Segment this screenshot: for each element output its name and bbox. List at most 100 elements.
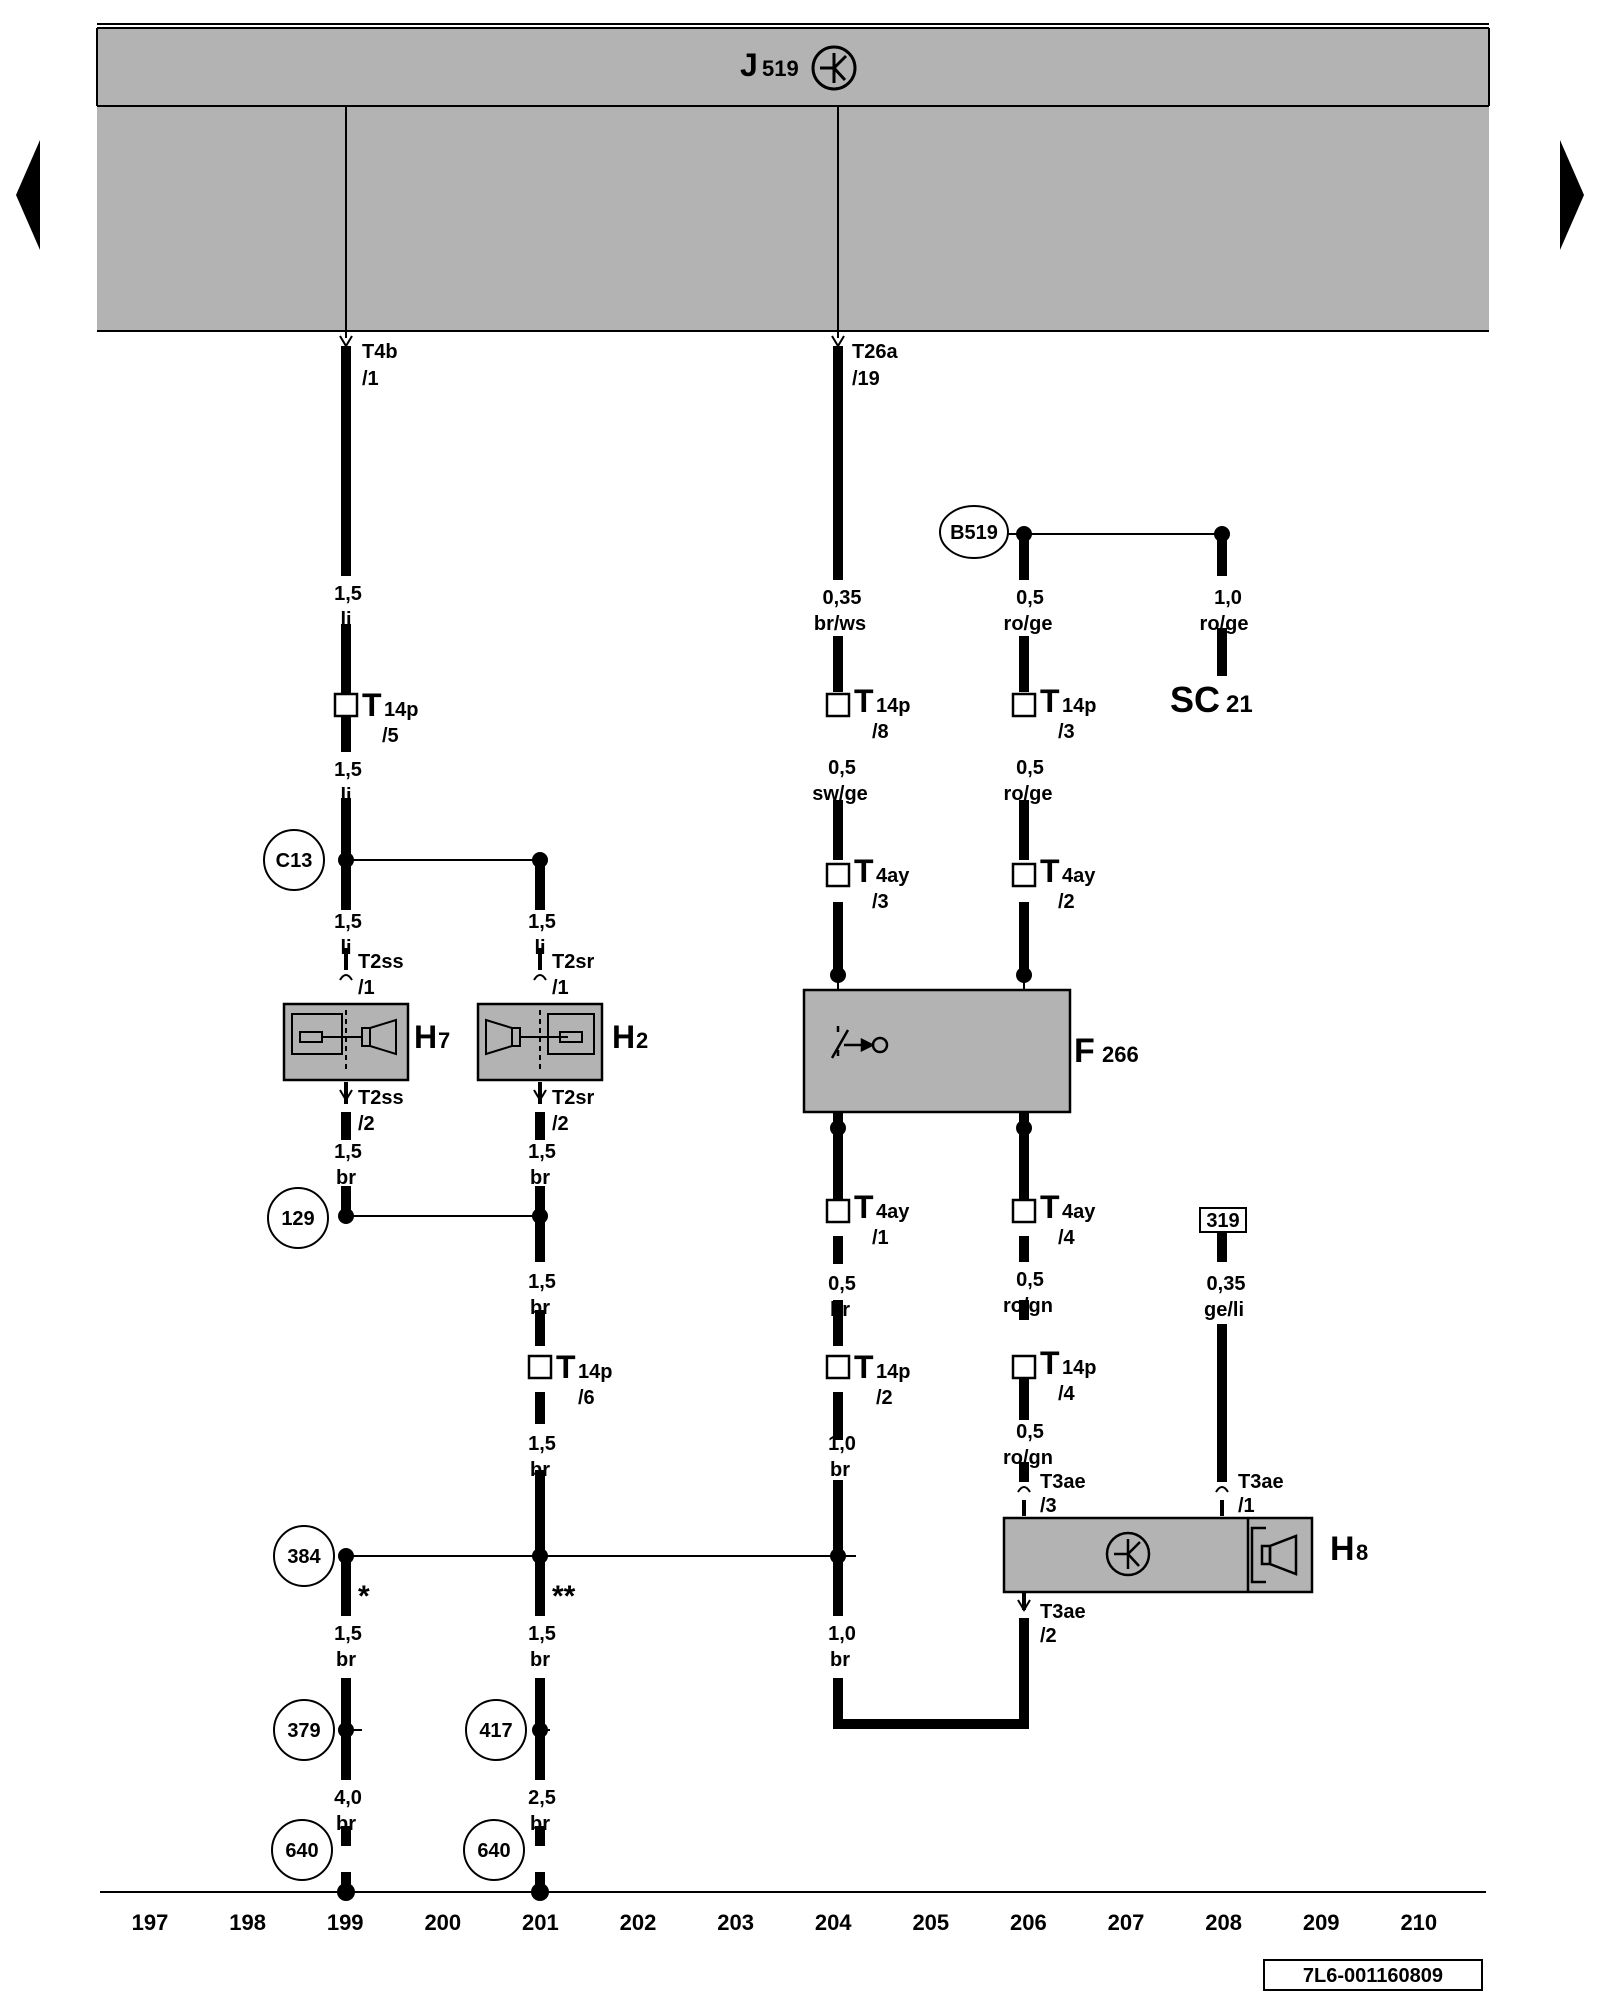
component-h7: H 7 <box>282 1002 450 1082</box>
ref-417-label: 417 <box>479 1720 512 1742</box>
next-page-arrow-icon[interactable] <box>1560 140 1584 250</box>
t3ae-2-pin: /2 <box>1040 1625 1057 1647</box>
footer-code: 7L6-001160809 <box>1303 1965 1443 1987</box>
h2-letter: H <box>612 1019 635 1055</box>
t14p-6-pin: /6 <box>578 1387 595 1409</box>
horn-symbol-icon <box>485 1010 595 1070</box>
t4ay-2-sub: 4ay <box>1062 865 1096 887</box>
t14p-4-pin: /4 <box>1058 1383 1076 1405</box>
t3ae-1-name: T3ae <box>1238 1471 1284 1493</box>
ref-c13[interactable]: C13 <box>263 829 325 891</box>
t4ay-4-sub: 4ay <box>1062 1201 1096 1223</box>
wire-color: br <box>530 1167 550 1189</box>
ref-640-a[interactable]: 640 <box>271 1819 333 1881</box>
wire-size: 1,5 <box>334 1623 362 1645</box>
wire-size: 1,5 <box>528 1141 556 1163</box>
ruler-number: 210 <box>1400 1910 1437 1935</box>
f266-letter: F <box>1074 1032 1095 1070</box>
component-h2: H 2 <box>476 1002 648 1082</box>
wire-size: 1,0 <box>1214 587 1242 609</box>
t2ss-2-pin: /2 <box>358 1113 375 1135</box>
control-symbol-icon <box>1105 1531 1151 1577</box>
wire-color: br <box>830 1459 850 1481</box>
t14p-3-name: T <box>1040 683 1060 719</box>
wire-size: 1,5 <box>334 1141 362 1163</box>
horn-symbol-icon <box>291 1010 397 1070</box>
t3ae-2-name: T3ae <box>1040 1601 1086 1623</box>
t14p-4-sub: 14p <box>1062 1357 1096 1379</box>
f266-sub: 266 <box>1102 1042 1139 1067</box>
wire-size: 0,35 <box>823 587 862 609</box>
wire-color: li <box>534 937 545 959</box>
ref-417[interactable]: 417 <box>465 1699 527 1761</box>
ref-129[interactable]: 129 <box>267 1187 329 1249</box>
t2sr-1-name: T2sr <box>552 951 594 973</box>
wire-color: ro/ge <box>1200 613 1249 635</box>
wire-size: 1,5 <box>334 911 362 933</box>
t4ay-1-name: T <box>854 1189 874 1225</box>
t4ay-2-name: T <box>1040 853 1060 889</box>
control-unit-symbol-icon <box>811 45 857 91</box>
h8-letter: H <box>1330 1530 1355 1568</box>
wire-color: ro/ge <box>1004 613 1053 635</box>
ref-319-label: 319 <box>1206 1210 1239 1232</box>
t14p-2-pin: /2 <box>876 1387 893 1409</box>
control-unit-sub: 519 <box>762 56 799 81</box>
wire-size: 2,5 <box>528 1787 556 1809</box>
ruler-number: 198 <box>229 1910 266 1935</box>
t2ss-1-name: T2ss <box>358 951 404 973</box>
t4ay-3-sub: 4ay <box>876 865 910 887</box>
t14p-8-sub: 14p <box>876 695 910 717</box>
ref-379[interactable]: 379 <box>273 1699 335 1761</box>
pin-t4b-pin: /1 <box>362 368 379 390</box>
ref-b519[interactable]: B519 <box>939 505 1024 559</box>
control-unit-letter: J <box>740 47 758 83</box>
ref-319[interactable]: 319 <box>1199 1207 1247 1233</box>
wire-color: br/ws <box>814 613 866 635</box>
ruler-number: 206 <box>1010 1910 1047 1935</box>
ruler-number: 209 <box>1303 1910 1340 1935</box>
wire-color: li <box>340 609 351 631</box>
wire-color: ro/ge <box>1004 783 1053 805</box>
t14p-4-name: T <box>1040 1345 1060 1381</box>
ref-b519-label: B519 <box>950 522 998 544</box>
t2sr-2-pin: /2 <box>552 1113 569 1135</box>
t14p-3-sub: 14p <box>1062 695 1096 717</box>
footer-code-box: 7L6-001160809 <box>1263 1959 1483 1991</box>
previous-page-arrow-icon[interactable] <box>16 140 40 250</box>
pin-markers <box>339 335 1229 1612</box>
ruler-number: 208 <box>1205 1910 1242 1935</box>
ref-384-label: 384 <box>287 1546 321 1568</box>
wire-size: 1,0 <box>828 1623 856 1645</box>
pin-t4b-name: T4b <box>362 341 398 363</box>
t4ay-2-pin: /2 <box>1058 891 1075 913</box>
wire-size: 0,5 <box>1016 587 1044 609</box>
t4ay-4-pin: /4 <box>1058 1227 1076 1249</box>
h2-sub: 2 <box>636 1028 648 1053</box>
ruler-number: 202 <box>620 1910 657 1935</box>
ref-384[interactable]: 384 <box>273 1525 335 1587</box>
t14p-6-name: T <box>556 1349 576 1385</box>
single-asterisk: * <box>358 1580 370 1613</box>
wire-color: ge/li <box>1204 1299 1244 1321</box>
t4ay-3-name: T <box>854 853 874 889</box>
wire-color: ro/gn <box>1003 1295 1053 1317</box>
ruler-number: 197 <box>132 1910 169 1935</box>
h8-sub: 8 <box>1356 1540 1368 1565</box>
t3ae-3-pin: /3 <box>1040 1495 1057 1517</box>
t14p-5-name: T <box>362 687 382 723</box>
wire-size: 0,5 <box>828 757 856 779</box>
double-asterisk: ** <box>552 1580 576 1613</box>
connector-boxes <box>333 692 1037 1380</box>
wire-color: li <box>340 937 351 959</box>
t2ss-1-pin: /1 <box>358 977 375 999</box>
t14p-2-name: T <box>854 1349 874 1385</box>
wire-size: 0,5 <box>1016 1421 1044 1443</box>
ref-640-b-label: 640 <box>477 1840 510 1862</box>
control-unit-j519: J 519 <box>96 23 1490 332</box>
ruler-number: 199 <box>327 1910 364 1935</box>
wire-color: br <box>830 1299 850 1321</box>
wire-size: 1,5 <box>528 1433 556 1455</box>
ref-640-b[interactable]: 640 <box>463 1819 525 1881</box>
t14p-5-pin: /5 <box>382 725 399 747</box>
